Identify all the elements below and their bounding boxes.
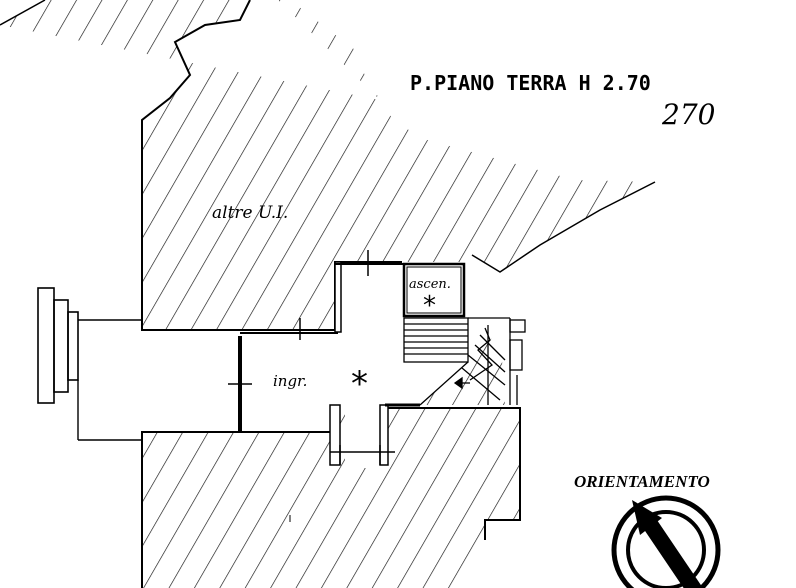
step-3: [67, 311, 79, 381]
staircase: [403, 317, 526, 406]
elevator-marker: *: [423, 291, 436, 321]
other-units-label: altre U.I.: [212, 203, 288, 223]
entrance-marker: *: [351, 364, 368, 404]
elevator-shaft: [402, 262, 466, 318]
right-irregular-edge: [471, 181, 656, 273]
plan-title: P.PIANO TERRA H 2.70: [410, 71, 651, 95]
step-1: [37, 287, 55, 404]
lower-block-outline: [141, 407, 521, 588]
elevator-cabin: [406, 266, 462, 314]
elevator-label: ascen.: [409, 277, 451, 292]
step-2: [53, 299, 69, 393]
top-left-edge: [0, 0, 46, 26]
corridor-wall-left: [334, 261, 342, 333]
handwritten-height: 270: [661, 98, 715, 131]
lower-hatched-area: [142, 405, 520, 588]
niche-right-wall: [379, 404, 389, 466]
niche-left-wall: [329, 404, 341, 466]
compass-icon: [611, 495, 721, 588]
orientation-label: ORIENTAMENTO: [574, 472, 710, 491]
porch-outline: [77, 319, 142, 441]
other-units-hatched-area: [0, 0, 655, 330]
entrance-label: ingr.: [273, 372, 307, 390]
